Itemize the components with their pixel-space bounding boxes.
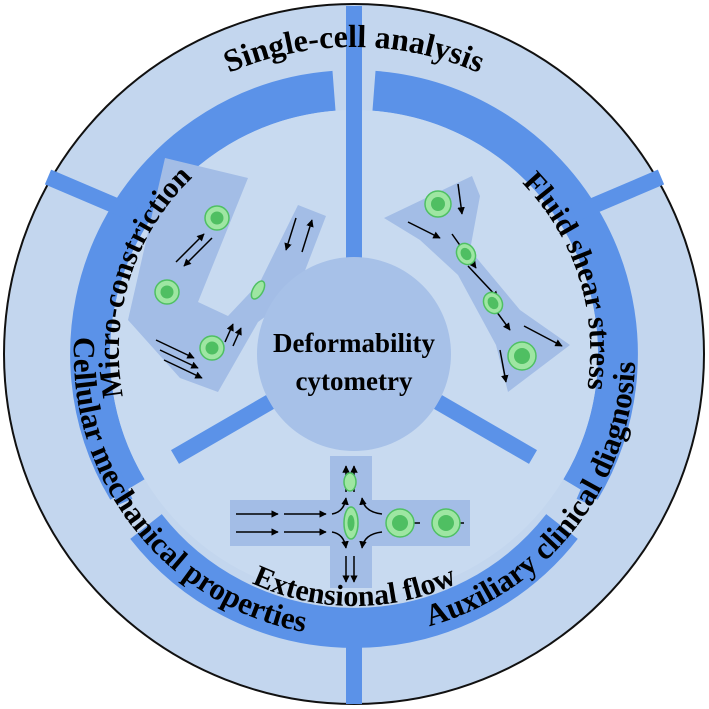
micro-arrows	[155, 217, 314, 379]
cell-deformed	[250, 280, 266, 300]
cell-deformed	[455, 242, 477, 266]
cell	[199, 335, 225, 361]
cell	[385, 508, 415, 538]
micro-constriction-channel	[128, 158, 326, 392]
band-segment-fluid	[372, 70, 638, 500]
divider-upper-left	[44, 169, 139, 222]
cell	[431, 508, 461, 538]
divider-lower-left	[103, 465, 133, 506]
channel-shape	[384, 176, 570, 392]
cell	[507, 341, 537, 371]
band-segment-micro	[70, 70, 336, 500]
cell	[154, 279, 180, 305]
spoke-bottom-right	[433, 395, 538, 464]
cell-deformed	[482, 291, 504, 315]
center-title-line2: cytometry	[296, 366, 413, 396]
divider-lower-right	[576, 465, 606, 506]
cell	[204, 205, 230, 231]
cell-deformed	[343, 472, 357, 492]
cell-deformed	[343, 506, 359, 540]
center-title-line1: Deformability	[273, 328, 435, 358]
spoke-bottom-left	[170, 395, 275, 464]
center-disc	[257, 257, 451, 451]
spokes	[44, 6, 665, 704]
channel-shape	[128, 158, 326, 392]
cell	[424, 190, 452, 218]
cells	[154, 190, 537, 540]
divider-upper-right	[570, 169, 665, 222]
